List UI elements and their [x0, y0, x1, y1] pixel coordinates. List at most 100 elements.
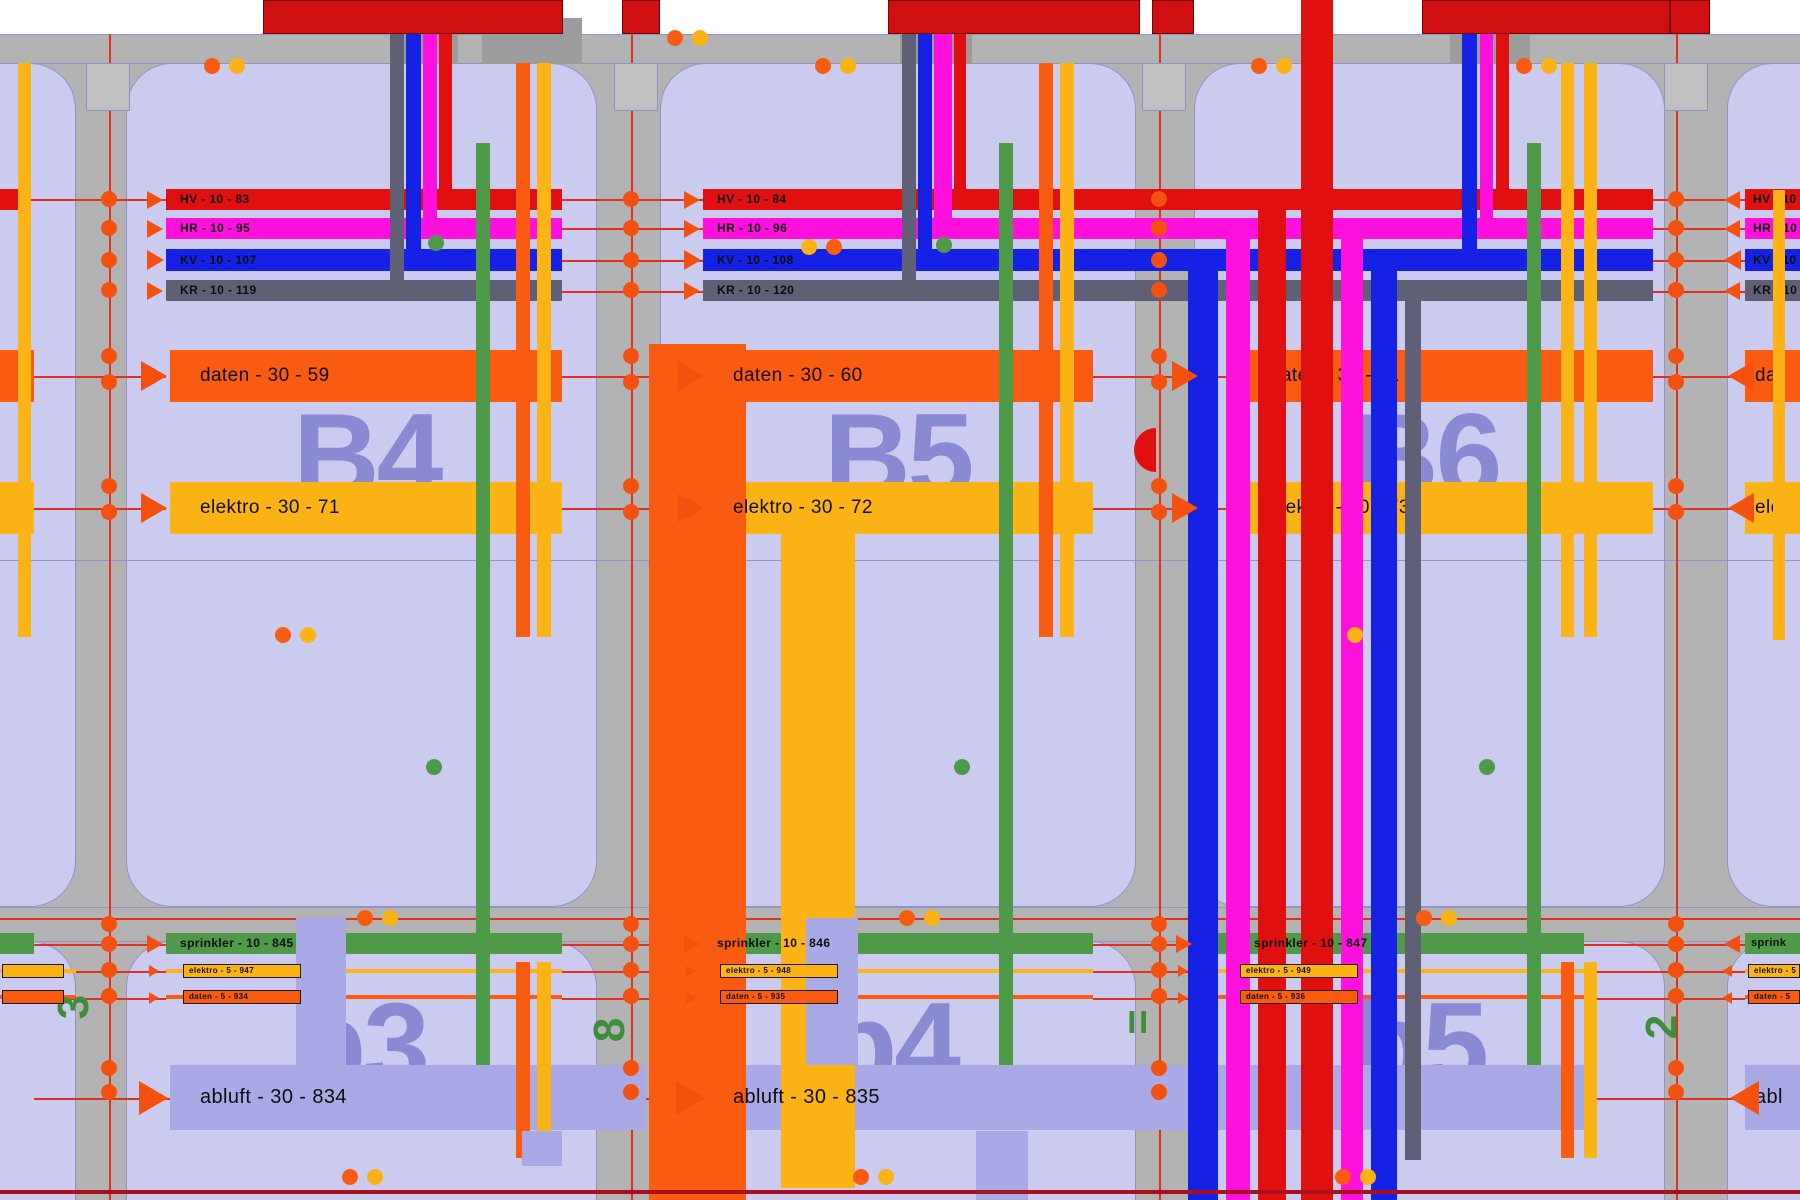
flow-arrow-icon	[676, 1081, 705, 1115]
h-pipe	[703, 249, 1653, 271]
flow-arrow-icon	[1172, 361, 1198, 391]
section-mark: =	[1112, 1009, 1162, 1035]
flow-arrow-icon	[1724, 191, 1740, 209]
h-pipe-label: abluft - 30 - 835	[733, 1086, 880, 1108]
tiny-pipe-label: elektro - 5 - 949	[1240, 964, 1358, 978]
pipe-connector-line	[1584, 944, 1745, 946]
h-pipe	[1745, 933, 1800, 954]
connection-dot	[1668, 282, 1684, 298]
pipe-connector-line	[1584, 971, 1745, 973]
flow-arrow-icon	[1724, 935, 1740, 953]
riser-shaft	[263, 0, 563, 34]
v-pipe	[1584, 962, 1597, 1158]
wall-notch	[1664, 63, 1708, 111]
connection-dot	[1668, 348, 1684, 364]
h-pipe-label: KR - 10 - 119	[180, 283, 257, 297]
pipe-connector-line	[1093, 944, 1194, 946]
connection-dot	[300, 627, 316, 643]
flow-arrow-icon	[1172, 493, 1198, 523]
h-pipe-label: sprinkler - 10 - 847	[1254, 936, 1368, 950]
tiny-pipe-label: elektro - 5	[1748, 964, 1800, 978]
connection-dot	[667, 30, 683, 46]
v-pipe	[1060, 63, 1074, 637]
connection-dot	[275, 627, 291, 643]
pipe-connector-line	[34, 971, 166, 973]
connection-dot	[1151, 252, 1167, 268]
flow-arrow-icon	[1176, 935, 1192, 953]
flow-arrow-icon	[147, 935, 163, 953]
v-pipe	[1561, 63, 1574, 637]
connection-dot	[101, 282, 117, 298]
h-pipe-label: KV - 10 - 107	[180, 253, 257, 267]
h-pipe-label: HV - 10 - 83	[180, 192, 250, 206]
connection-dot	[623, 1060, 639, 1076]
riser-shaft	[622, 0, 660, 34]
flow-arrow-icon	[686, 965, 696, 977]
flow-arrow-icon	[1728, 493, 1754, 523]
h-pipe-label: HR - 10 - 96	[717, 221, 788, 235]
tiny-pipe-line	[703, 995, 1093, 999]
connection-dot	[342, 1169, 358, 1185]
flow-arrow-icon	[684, 282, 700, 300]
flow-arrow-icon	[139, 1081, 168, 1115]
v-pipe	[1258, 189, 1286, 1200]
grid-line-h	[0, 560, 1800, 561]
pipe-connector-line	[1653, 291, 1745, 293]
section-mark: 2	[1637, 1014, 1687, 1040]
h-pipe	[166, 933, 562, 954]
tiny-pipe-label: daten - 5	[1748, 990, 1800, 1004]
connection-dot	[101, 220, 117, 236]
flow-arrow-icon	[684, 935, 700, 953]
sheet-border-line	[0, 1190, 1800, 1194]
connection-dot	[1151, 916, 1167, 932]
connection-dot	[801, 239, 817, 255]
tiny-pipe-label: elektro - 5 - 947	[183, 964, 301, 978]
connection-dot	[853, 1169, 869, 1185]
h-pipe	[166, 218, 562, 239]
v-pipe	[1480, 34, 1493, 239]
h-pipe	[1745, 280, 1800, 301]
h-pipe	[0, 933, 34, 954]
wall-notch	[86, 63, 130, 111]
h-pipe-label: daten - 30 - 59	[200, 365, 330, 386]
h-pipe	[703, 1065, 1090, 1130]
connection-dot	[1151, 1084, 1167, 1100]
h-pipe-label: HV - 10 - 84	[717, 192, 787, 206]
connection-dot	[1441, 910, 1457, 926]
pipe-connector-line	[1093, 998, 1194, 1000]
connection-dot	[1276, 58, 1292, 74]
connection-dot	[1668, 1060, 1684, 1076]
connection-dot	[1668, 988, 1684, 1004]
connection-dot	[1151, 374, 1167, 390]
h-pipe	[166, 189, 562, 210]
h-pipe	[166, 280, 562, 301]
h-pipe-label: elektro - 30 - 71	[200, 497, 340, 518]
h-pipe	[703, 350, 1093, 402]
connection-dot	[826, 239, 842, 255]
tiny-pipe-line	[166, 969, 562, 973]
connection-dot	[1668, 191, 1684, 207]
connection-dot	[204, 58, 220, 74]
connection-dot	[1151, 348, 1167, 364]
connection-dot	[623, 962, 639, 978]
flow-arrow-icon	[149, 965, 159, 977]
v-pipe	[1301, 0, 1333, 1200]
connection-dot	[1416, 910, 1432, 926]
connection-dot	[382, 910, 398, 926]
v-pipe	[999, 143, 1013, 1065]
connection-dot	[1668, 374, 1684, 390]
wall-notch	[1142, 63, 1186, 111]
flow-arrow-icon	[1724, 282, 1740, 300]
connection-dot	[924, 910, 940, 926]
connection-dot	[1479, 759, 1495, 775]
v-pipe	[1341, 218, 1363, 1200]
connection-dot	[101, 1084, 117, 1100]
connection-dot	[623, 916, 639, 932]
h-pipe	[703, 482, 1093, 534]
h-pipe	[1745, 189, 1800, 210]
connection-dot	[623, 220, 639, 236]
connection-dot	[1251, 58, 1267, 74]
v-pipe	[522, 1131, 562, 1166]
room	[0, 941, 76, 1200]
flow-arrow-icon	[1724, 250, 1741, 270]
